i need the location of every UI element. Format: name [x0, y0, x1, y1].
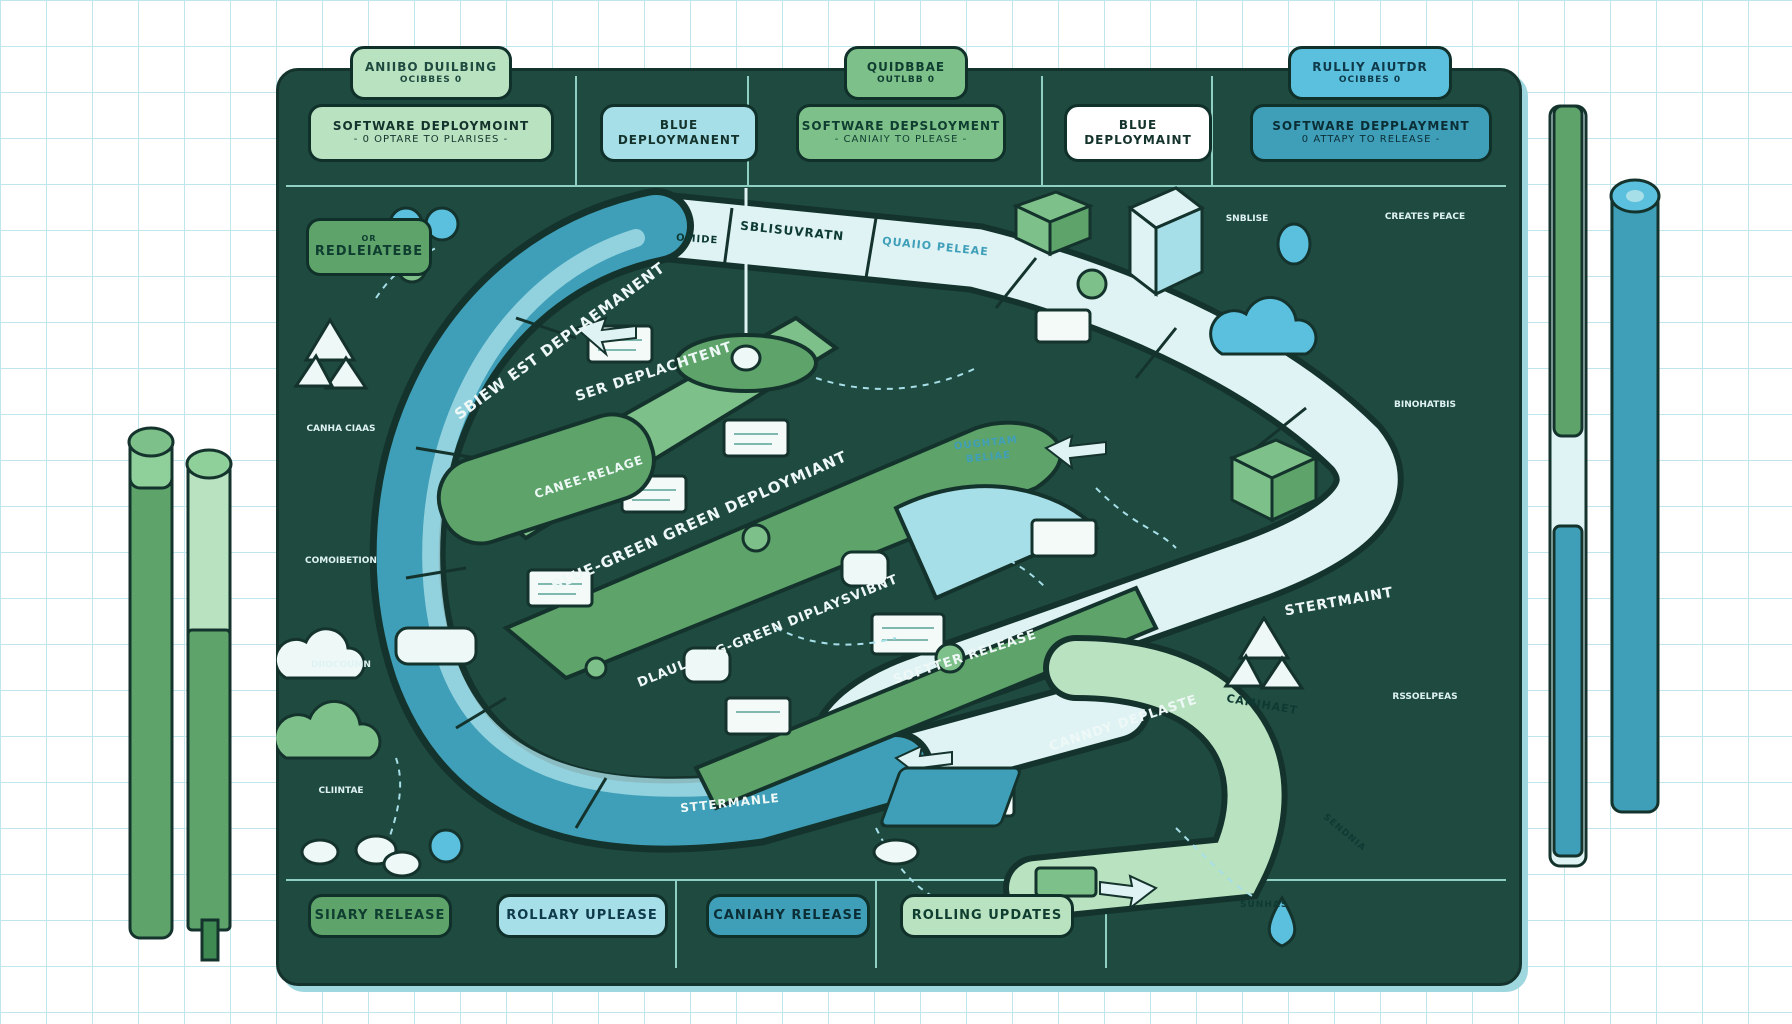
header-card-3[interactable]: SOFTWARE DEPSLOYMENT - CANIAIY TO PLEASE… — [796, 104, 1006, 162]
header-card-2-line2: DEPLOYMANENT — [617, 133, 741, 147]
cloud-icon-right — [1209, 295, 1318, 356]
bottom-button-4[interactable]: ROLLING UPDATES — [900, 894, 1074, 938]
note-4: CLIINTAE — [318, 786, 364, 796]
recycle-icon-right — [1223, 615, 1305, 690]
side-label-line1: OR — [361, 233, 377, 243]
header-card-3-line1: SOFTWARE DEPSLOYMENT — [801, 119, 1001, 134]
top-tab-3-line1: RULLIY AIUTDR — [1312, 59, 1428, 74]
bottom-button-1-label: SIIARY RELEASE — [314, 907, 446, 923]
header-card-2-line1: BLUE — [659, 118, 699, 132]
header-card-4[interactable]: BLUE DEPLOYMAINT — [1064, 104, 1212, 162]
recycle-icon-left — [293, 317, 369, 390]
top-tab-1[interactable]: ANIIBO DUILBING OCIBBES 0 — [350, 46, 512, 100]
top-tab-3-line2: OCIBBES 0 — [1338, 74, 1402, 85]
top-tab-2[interactable]: QUIDBBAE OUTLBB 0 — [844, 46, 968, 100]
note-2: COMOIBETION — [305, 556, 377, 566]
note-5: CREATES PEACE — [1384, 212, 1466, 222]
header-card-4-line1: BLUE — [1118, 118, 1158, 132]
header-card-1-line2: - 0 OPTARE TO PLARISES - — [353, 134, 509, 146]
header-card-1-line1: SOFTWARE DEPLOYMOINT — [332, 119, 530, 134]
water-drop-icon — [1267, 895, 1297, 948]
top-tab-3[interactable]: RULLIY AIUTDR OCIBBES 0 — [1288, 46, 1452, 100]
top-tab-1-line2: OCIBBES 0 — [399, 74, 463, 85]
deployment-track-diagram — [276, 186, 1404, 948]
cloud-icon-left-2 — [276, 699, 382, 760]
bottom-button-3[interactable]: CANIAHY RELEASE — [706, 894, 870, 938]
right-scroll-decoration — [1548, 104, 1661, 868]
speech-bubble-icons — [394, 550, 890, 684]
blue-egg-icon — [1276, 222, 1312, 266]
note-8: RSSOELPEAS — [1392, 692, 1458, 702]
side-label-line2: REDLEIATEBE — [314, 243, 424, 259]
note-3: DIIOCOUMN — [311, 660, 371, 670]
header-card-5-line2: 0 ATTAPY TO RELEASE - — [1301, 134, 1441, 146]
header-card-3-line2: - CANIAIY TO PLEASE - — [834, 134, 968, 146]
box-icon-right — [1228, 438, 1320, 523]
header-card-5[interactable]: SOFTWARE DEPPLAYMENT 0 ATTAPY TO RELEASE… — [1250, 104, 1492, 162]
note-1: CANHA CIAAS — [306, 424, 376, 434]
top-tab-1-line1: ANIIBO DUILBING — [364, 59, 498, 74]
bottom-button-1[interactable]: SIIARY RELEASE — [308, 894, 452, 938]
left-scroll-decoration — [127, 426, 233, 962]
bottom-button-4-label: ROLLING UPDATES — [911, 907, 1063, 923]
inner-track-3 — [693, 585, 1159, 811]
top-tab-2-line1: QUIDBBAE — [866, 59, 946, 74]
track-label-sunhas: SUNHAS — [1240, 900, 1289, 910]
note-7: SNBLISE — [1225, 214, 1269, 224]
cloud-icon-left — [276, 627, 366, 680]
inner-track-2 — [502, 420, 1063, 681]
bottom-button-2-label: ROLLARY UPLEASE — [506, 907, 658, 923]
header-card-1[interactable]: SOFTWARE DEPLOYMOINT - 0 OPTARE TO PLARI… — [308, 104, 554, 162]
bottom-button-3-label: CANIAHY RELEASE — [713, 907, 863, 923]
header-card-2[interactable]: BLUE DEPLOYMANENT — [600, 104, 758, 162]
top-tab-2-line2: OUTLBB 0 — [877, 74, 935, 85]
cube-icon — [1127, 186, 1205, 298]
side-label[interactable]: OR REDLEIATEBE — [306, 218, 432, 276]
box-icon-top — [1012, 190, 1094, 257]
bottom-button-2[interactable]: ROLLARY UPLEASE — [496, 894, 668, 938]
header-card-4-line2: DEPLOYMAINT — [1084, 133, 1192, 147]
header-card-5-line1: SOFTWARE DEPPLAYMENT — [1272, 119, 1470, 134]
note-6: BINOHATBIS — [1393, 400, 1457, 410]
